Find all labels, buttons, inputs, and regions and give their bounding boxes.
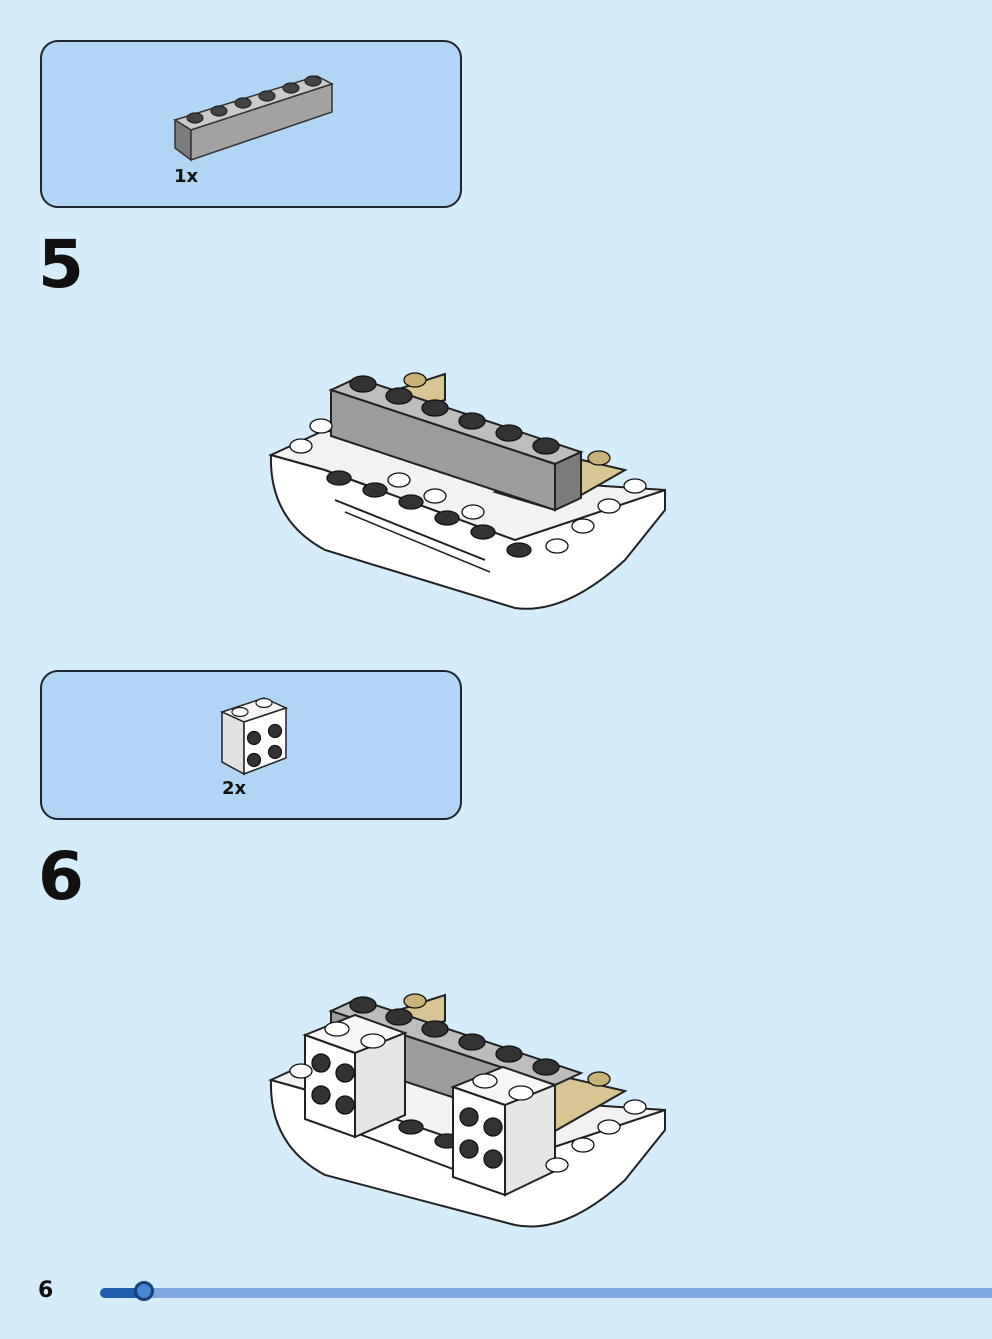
progress-fill xyxy=(100,1288,148,1298)
white-brick-2x2-icon xyxy=(219,697,289,776)
parts-callout-step-6: 2x xyxy=(40,670,462,820)
assembly-model-step-6 xyxy=(268,993,666,1228)
progress-knob xyxy=(134,1281,154,1301)
parts-callout-step-5: 1x xyxy=(40,40,462,208)
part-quantity: 2x xyxy=(222,778,247,799)
gray-brick-1x6-icon xyxy=(173,75,334,162)
progress-track xyxy=(100,1288,992,1298)
step-number: 5 xyxy=(38,226,84,303)
part-quantity: 1x xyxy=(174,166,199,187)
step-number: 6 xyxy=(38,838,84,915)
page-number: 6 xyxy=(38,1278,54,1303)
assembly-model-step-5 xyxy=(268,372,666,610)
